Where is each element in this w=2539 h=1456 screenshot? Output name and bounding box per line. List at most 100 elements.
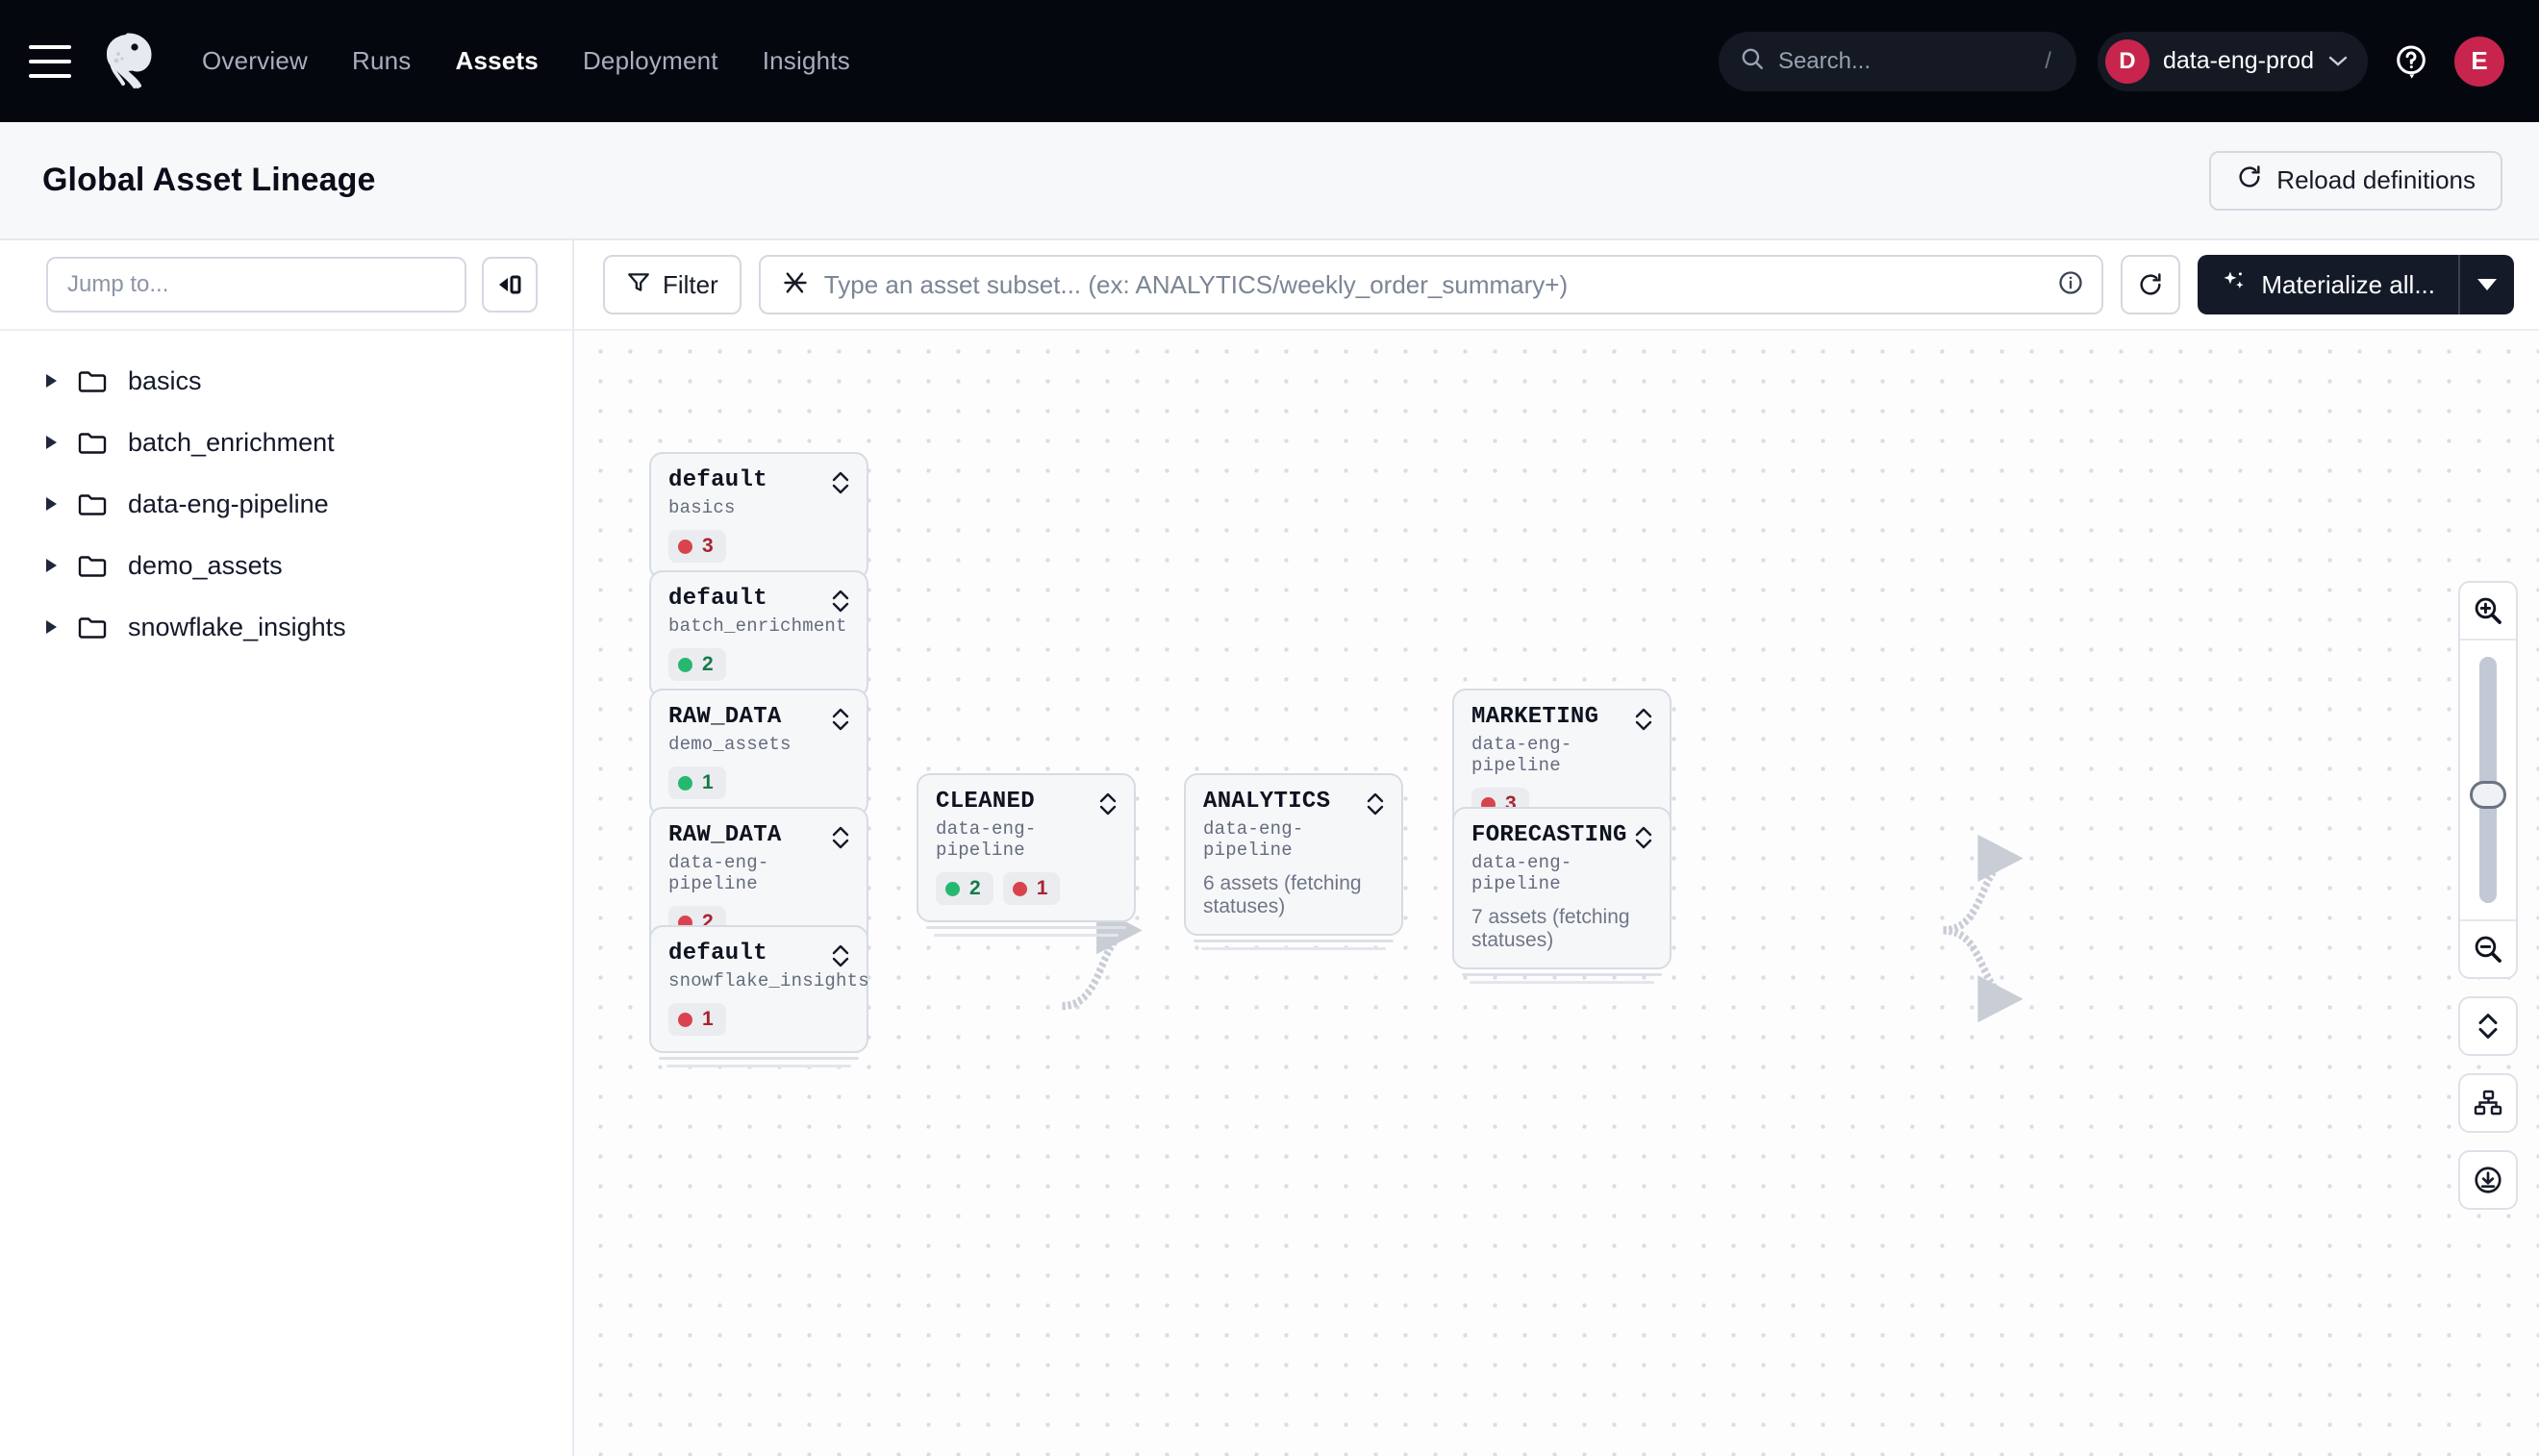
- collapse-sidebar-icon[interactable]: [482, 257, 538, 313]
- status-dot-green: [945, 881, 960, 896]
- asset-group-node[interactable]: default batch_enrichment 2: [649, 570, 868, 713]
- asset-group-node[interactable]: RAW_DATA demo_assets 1: [649, 689, 868, 831]
- node-status-badges: 1: [668, 1003, 849, 1036]
- reload-definitions-button[interactable]: Reload definitions: [2209, 150, 2502, 211]
- sidebar-item-snowflake_insights[interactable]: snowflake_insights: [0, 596, 572, 658]
- materialize-all-button-group[interactable]: Materialize all...: [2198, 255, 2514, 314]
- node-stack-line: [1194, 940, 1394, 942]
- asset-group-node[interactable]: ANALYTICS data-eng-pipeline 6 assets (fe…: [1184, 773, 1403, 950]
- expand-node-icon[interactable]: [830, 469, 851, 496]
- chevron-down-icon: [2327, 52, 2349, 71]
- graph-toolbar: Filter Type an asset subset... (ex: ANAL…: [574, 240, 2539, 331]
- lineage-canvas[interactable]: default basics 3 default batch_enrichmen…: [574, 331, 2539, 1456]
- materialize-dropdown-toggle[interactable]: [2460, 255, 2514, 314]
- sidebar-search-row: [0, 240, 572, 331]
- asset-subset-input[interactable]: Type an asset subset... (ex: ANALYTICS/w…: [758, 255, 2104, 314]
- expand-node-icon[interactable]: [830, 824, 851, 851]
- global-search-input[interactable]: Search... /: [1718, 31, 2076, 91]
- download-icon[interactable]: [2458, 1150, 2518, 1210]
- zoom-slider-track: [2479, 657, 2497, 903]
- nav-link-runs[interactable]: Runs: [351, 46, 412, 75]
- asset-group-node[interactable]: default basics 3: [649, 452, 868, 594]
- divider: [2460, 639, 2516, 640]
- status-count: 2: [702, 653, 714, 675]
- zoom-out-icon[interactable]: [2460, 921, 2516, 977]
- node-title: default: [668, 941, 767, 966]
- sidebar-item-basics[interactable]: basics: [0, 350, 572, 412]
- deployment-initial-badge: D: [2104, 38, 2149, 84]
- expand-node-icon[interactable]: [1097, 791, 1119, 817]
- filter-button[interactable]: Filter: [603, 255, 742, 314]
- chevron-right-icon[interactable]: [46, 620, 57, 634]
- sidebar-item-data-eng-pipeline[interactable]: data-eng-pipeline: [0, 473, 572, 535]
- refresh-graph-button[interactable]: [2121, 255, 2181, 314]
- folder-icon: [78, 615, 107, 640]
- search-shortcut-hint: /: [2045, 47, 2051, 74]
- chevron-right-icon[interactable]: [46, 497, 57, 511]
- node-stack-line: [1462, 973, 1662, 976]
- asset-subset-placeholder: Type an asset subset... (ex: ANALYTICS/w…: [823, 269, 1569, 299]
- page-title: Global Asset Lineage: [42, 162, 376, 198]
- sidebar-item-batch_enrichment[interactable]: batch_enrichment: [0, 412, 572, 473]
- node-title: RAW_DATA: [668, 822, 782, 848]
- help-circle-icon[interactable]: [2389, 39, 2433, 84]
- node-title: default: [668, 586, 767, 612]
- caret-down-icon: [2477, 279, 2497, 290]
- node-subtitle: basics: [668, 497, 736, 518]
- status-badge-success: 1: [668, 766, 726, 799]
- expand-collapse-icon[interactable]: [2458, 996, 2518, 1056]
- deployment-switcher[interactable]: D data-eng-prod: [2097, 31, 2368, 91]
- chevron-right-icon[interactable]: [46, 436, 57, 449]
- node-subtitle: data-eng-pipeline: [1203, 818, 1304, 861]
- asset-group-node[interactable]: CLEANED data-eng-pipeline 2 1: [917, 773, 1136, 937]
- node-status-badges: 2: [668, 648, 849, 681]
- asset-group-sidebar: basics batch_enrichment data-eng-pipelin…: [0, 240, 574, 1456]
- zoom-slider-thumb[interactable]: [2470, 781, 2506, 809]
- node-title: default: [668, 467, 767, 493]
- nav-link-overview[interactable]: Overview: [202, 46, 308, 75]
- lineage-graph-panel: Filter Type an asset subset... (ex: ANAL…: [574, 240, 2539, 1456]
- info-circle-icon[interactable]: [2057, 269, 2084, 301]
- sidebar-item-demo_assets[interactable]: demo_assets: [0, 535, 572, 596]
- deployment-name: data-eng-prod: [2162, 47, 2314, 74]
- node-stack-line: [926, 926, 1126, 929]
- expand-node-icon[interactable]: [830, 588, 851, 615]
- status-dot-green: [678, 775, 692, 791]
- filter-label: Filter: [663, 269, 718, 299]
- nav-link-insights[interactable]: Insights: [762, 46, 850, 75]
- refresh-icon: [2236, 163, 2263, 197]
- expand-node-icon[interactable]: [830, 942, 851, 969]
- sidebar-item-label: demo_assets: [128, 550, 283, 580]
- sparkle-icon: [2221, 268, 2248, 302]
- zoom-slider[interactable]: [2460, 640, 2516, 919]
- expand-node-icon[interactable]: [830, 706, 851, 733]
- user-avatar[interactable]: E: [2454, 36, 2504, 87]
- dagster-logo[interactable]: [98, 32, 158, 91]
- asset-group-node[interactable]: FORECASTING data-eng-pipeline 7 assets (…: [1452, 807, 1672, 984]
- jump-to-input[interactable]: [46, 257, 466, 313]
- materialize-all-button[interactable]: Materialize all...: [2198, 255, 2458, 314]
- zoom-in-icon[interactable]: [2460, 583, 2516, 639]
- status-badge-failed: 1: [1002, 872, 1061, 905]
- expand-node-icon[interactable]: [1633, 706, 1654, 733]
- expand-node-icon[interactable]: [1633, 824, 1654, 851]
- nav-link-deployment[interactable]: Deployment: [582, 46, 718, 75]
- node-stack-line: [1201, 947, 1386, 950]
- status-badge-success: 2: [936, 872, 993, 905]
- asset-group-node[interactable]: default snowflake_insights 1: [649, 925, 869, 1067]
- node-title: FORECASTING: [1471, 822, 1627, 848]
- nav-link-assets[interactable]: Assets: [455, 46, 539, 75]
- chevron-right-icon[interactable]: [46, 559, 57, 572]
- hamburger-menu-icon[interactable]: [29, 44, 71, 78]
- folder-icon: [78, 491, 107, 516]
- node-fetching-status: 7 assets (fetching statuses): [1471, 906, 1630, 951]
- hierarchy-layout-icon[interactable]: [2458, 1073, 2518, 1133]
- status-badge-failed: 3: [668, 530, 726, 563]
- funnel-icon: [626, 269, 651, 301]
- status-dot-green: [678, 657, 692, 672]
- chevron-right-icon[interactable]: [46, 374, 57, 388]
- expand-node-icon[interactable]: [1365, 791, 1386, 817]
- primary-nav-links: Overview Runs Assets Deployment Insights: [198, 40, 854, 82]
- node-stack-line: [666, 1065, 851, 1067]
- node-stack-line: [1470, 981, 1654, 984]
